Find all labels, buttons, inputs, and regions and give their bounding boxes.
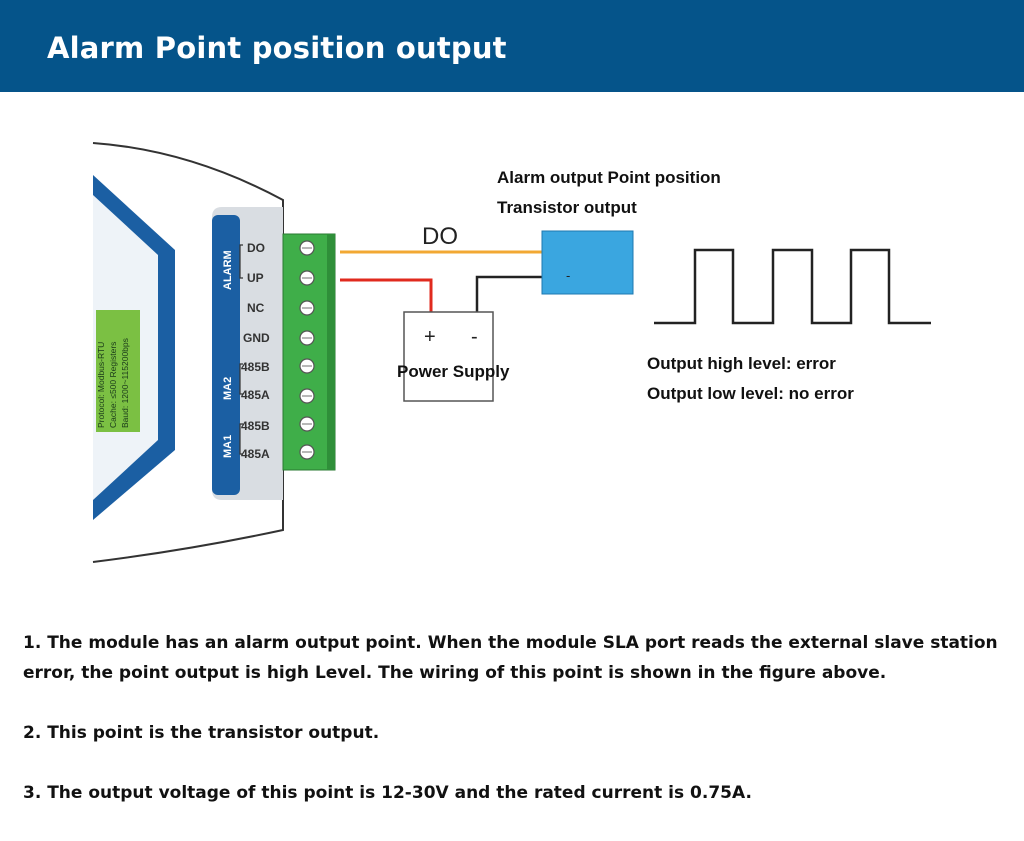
pin-group-bar	[212, 215, 240, 495]
transistor-title-1: Alarm output Point position	[497, 168, 721, 187]
wiring-diagram: Protocol: Modbus-RTU Cache: ≤500 Registe…	[92, 142, 931, 563]
header-bar: Alarm Point position output	[0, 0, 1024, 92]
group-label-alarm: ALARM	[222, 250, 234, 290]
power-supply-label: Power Supply	[397, 362, 510, 381]
pin-label-485b-ma1: 485B	[241, 419, 270, 433]
pin-label-gnd: GND	[243, 331, 270, 345]
note-1: 1. The module has an alarm output point.…	[23, 633, 998, 683]
pin-label-do: DO	[247, 241, 265, 255]
pin-label-485a-ma2: 485A	[241, 388, 270, 402]
group-label-ma2: MA2	[222, 377, 234, 400]
pin-label-485b-ma2: 485B	[241, 360, 270, 374]
module-info-line-2: Cache: ≤500 Registers	[108, 342, 118, 428]
transistor-minus: -	[566, 268, 570, 283]
square-wave	[654, 248, 931, 325]
gnd-wire	[475, 275, 542, 312]
transistor-title-2: Transistor output	[497, 198, 637, 217]
page-title: Alarm Point position output	[47, 31, 507, 65]
level-low-text: Output low level: no error	[647, 384, 854, 403]
pin-label-485a-ma1: 485A	[241, 447, 270, 461]
power-supply-box	[403, 311, 494, 402]
pin-label-up: UP	[247, 271, 264, 285]
module-info-line-3: Baud: 1200~115200bps	[120, 338, 130, 428]
power-supply-plus: +	[424, 326, 436, 348]
note-3: 3. The output voltage of this point is 1…	[23, 783, 752, 803]
level-high-text: Output high level: error	[647, 354, 836, 373]
transistor-box	[541, 230, 634, 295]
note-2: 2. This point is the transistor output.	[23, 723, 380, 743]
pin-label-nc: NC	[247, 301, 265, 315]
module-info-line-1: Protocol: Modbus-RTU	[96, 342, 106, 428]
notes-section: 1. The module has an alarm output point.…	[23, 628, 1003, 808]
terminal-block-side	[327, 234, 335, 470]
do-wire-label: DO	[422, 223, 458, 250]
power-supply-minus: -	[471, 326, 478, 348]
up-wire	[340, 278, 433, 312]
module-info-strip	[96, 310, 140, 432]
group-label-ma1: MA1	[222, 435, 234, 458]
